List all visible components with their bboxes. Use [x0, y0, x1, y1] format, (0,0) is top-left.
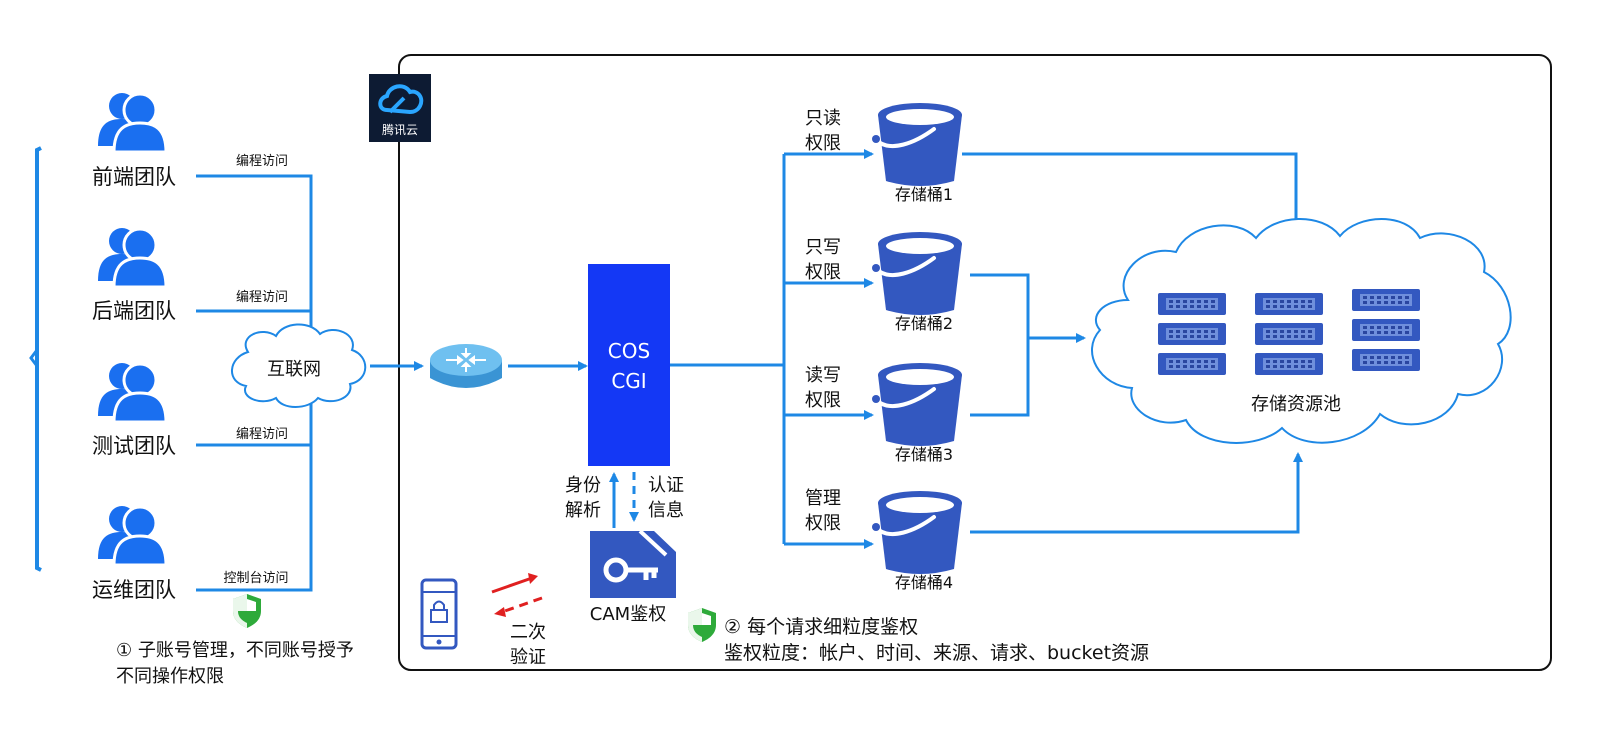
server-rack-icon [1255, 293, 1323, 375]
bucket-name: 存储桶4 [895, 573, 953, 592]
bucket-2: 存储桶2 [870, 230, 964, 333]
shield-icon [688, 608, 716, 642]
person-icon [96, 361, 168, 424]
auth-info-line2: 信息 [648, 500, 684, 521]
cam-label: CAM鉴权 [590, 604, 666, 625]
second-verify-arrows-icon [491, 573, 543, 617]
bucket-icon [870, 230, 964, 317]
team-name: 测试团队 [92, 434, 176, 458]
second-verify-line2: 验证 [510, 647, 546, 668]
team-bracket [29, 146, 42, 572]
perm-label-line1: 读写 [805, 365, 841, 386]
team-name: 前端团队 [92, 165, 176, 189]
bucket-name: 存储桶1 [895, 185, 953, 204]
logo-text: 腾讯云 [382, 122, 418, 137]
cam-key-icon [590, 529, 676, 598]
perm-label-line1: 只写 [805, 237, 841, 258]
bucket-to-pool-lines [962, 152, 1303, 534]
note2-line2: 鉴权粒度：帐户、时间、来源、请求、bucket资源 [724, 642, 1149, 664]
bucket-1: 存储桶1 [870, 101, 964, 204]
note1-line2: 不同操作权限 [116, 666, 224, 687]
cos-cgi-box: COS CGI [588, 264, 670, 466]
bucket-icon [870, 489, 964, 576]
person-icon [96, 504, 168, 567]
bucket-name: 存储桶2 [895, 314, 953, 333]
tencent-cloud-frame [398, 54, 1552, 671]
person-icon [96, 226, 168, 289]
internet-cloud: 互联网 [231, 323, 367, 408]
access-label: 控制台访问 [223, 571, 288, 586]
note1-line1: ① 子账号管理，不同账号授予 [116, 640, 354, 661]
identity-parse-line2: 解析 [565, 500, 601, 521]
identity-parse-line1: 身份 [565, 475, 601, 496]
team-test: 测试团队 编程访问 [92, 361, 288, 458]
perm-label-line2: 权限 [805, 133, 841, 154]
perm-label-line1: 只读 [805, 108, 841, 129]
team-name: 后端团队 [92, 299, 176, 323]
server-rack-icon [1158, 293, 1226, 375]
team-ops: 运维团队 控制台访问 [92, 504, 289, 602]
bucket-4: 存储桶4 [870, 489, 964, 592]
perm-label-line2: 权限 [805, 513, 841, 534]
perm-label-line1: 管理 [805, 488, 841, 509]
bucket-distribution-lines [670, 149, 874, 549]
team-name: 运维团队 [92, 578, 176, 602]
person-icon [96, 91, 168, 154]
perm-label-line2: 权限 [805, 390, 841, 411]
note2-line1: ② 每个请求细粒度鉴权 [724, 616, 918, 638]
team-frontend: 前端团队 编程访问 [92, 91, 288, 189]
pool-label: 存储资源池 [1251, 394, 1341, 415]
perm-label-line2: 权限 [805, 262, 841, 283]
internet-label: 互联网 [267, 359, 321, 380]
access-label: 编程访问 [236, 427, 288, 442]
tencent-cloud-logo: 腾讯云 [369, 74, 431, 142]
team-backend: 后端团队 编程访问 [92, 226, 288, 323]
cos-label-line1: COS [608, 339, 650, 363]
bucket-icon [870, 361, 964, 448]
phone-icon [420, 578, 458, 650]
cos-label-line2: CGI [611, 369, 646, 393]
storage-pool-cloud: 存储资源池 [1090, 218, 1512, 444]
bucket-name: 存储桶3 [895, 445, 953, 464]
second-verify-line1: 二次 [510, 622, 546, 643]
bucket-3: 存储桶3 [870, 361, 964, 464]
access-label: 编程访问 [236, 290, 288, 305]
bucket-icon [870, 101, 964, 188]
server-rack-icon [1352, 289, 1420, 371]
router-icon [430, 344, 502, 388]
access-label: 编程访问 [236, 154, 288, 169]
shield-icon [233, 594, 261, 628]
auth-info-line1: 认证 [648, 475, 684, 496]
